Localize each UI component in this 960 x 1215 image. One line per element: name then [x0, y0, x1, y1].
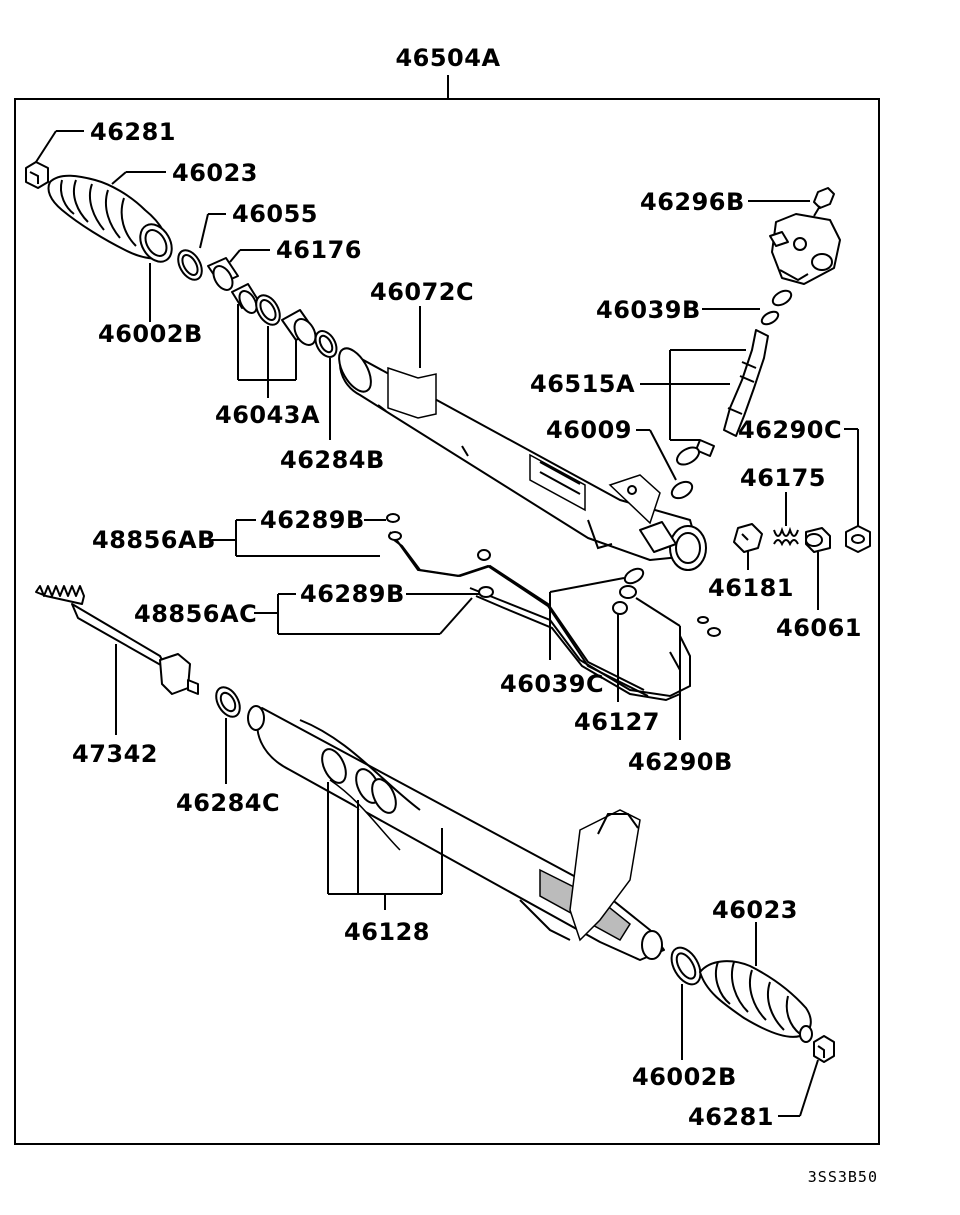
leader-46281-top — [35, 130, 57, 163]
pipe-48856ab[interactable] — [388, 531, 649, 697]
label-46128[interactable]: 46128 — [344, 918, 430, 946]
bolt-46296b[interactable] — [813, 187, 835, 217]
label-46002b-top[interactable]: 46002B — [98, 320, 203, 348]
seal-46043a-3[interactable] — [281, 309, 320, 349]
band-46055[interactable] — [173, 246, 206, 284]
label-46023-bottom[interactable]: 46023 — [712, 896, 798, 924]
label-46289b-b[interactable]: 46289B — [300, 580, 405, 608]
clip-46281-top[interactable] — [25, 161, 49, 189]
label-46290c[interactable]: 46290C — [738, 416, 842, 444]
label-46127[interactable]: 46127 — [574, 708, 660, 736]
seal-46043a-2[interactable] — [251, 291, 284, 329]
seal-46289b-a[interactable] — [386, 513, 400, 523]
label-46281-top[interactable]: 46281 — [90, 118, 176, 146]
label-46281-bottom[interactable]: 46281 — [688, 1103, 774, 1131]
pinion-valve-46515a[interactable] — [695, 329, 769, 457]
mount-46128-1[interactable] — [317, 745, 350, 786]
diagram-code: 3SS3B50 — [808, 1168, 878, 1186]
plug-46061[interactable] — [805, 527, 831, 553]
label-46296b[interactable]: 46296B — [640, 188, 745, 216]
label-46284b[interactable]: 46284B — [280, 446, 385, 474]
assembly-part-number[interactable]: 46504A — [395, 44, 500, 72]
ring-46284c[interactable] — [211, 683, 244, 721]
valve-housing[interactable] — [769, 213, 841, 285]
label-46284c[interactable]: 46284C — [176, 789, 280, 817]
bushing-46176[interactable] — [207, 257, 239, 293]
label-46181[interactable]: 46181 — [708, 574, 794, 602]
nut-46290c[interactable] — [845, 525, 871, 553]
label-46175[interactable]: 46175 — [740, 464, 826, 492]
label-46023-top[interactable]: 46023 — [172, 159, 258, 187]
rack-housing-lower[interactable] — [247, 705, 665, 961]
boot-46023-top[interactable] — [47, 174, 179, 268]
label-46055[interactable]: 46055 — [232, 200, 318, 228]
label-46043a[interactable]: 46043A — [215, 401, 320, 429]
label-48856ac[interactable]: 48856AC — [134, 600, 257, 628]
label-47342[interactable]: 47342 — [72, 740, 158, 768]
seal-46039c[interactable] — [622, 566, 645, 586]
label-46289b-a[interactable]: 46289B — [260, 506, 365, 534]
spring-46175[interactable] — [773, 526, 799, 547]
housing-46072c[interactable] — [333, 343, 707, 571]
label-46072c[interactable]: 46072C — [370, 278, 474, 306]
mount-46128-3[interactable] — [367, 775, 400, 816]
yoke-46181[interactable] — [733, 523, 763, 553]
tie-rod-47342[interactable] — [35, 585, 199, 695]
label-46061[interactable]: 46061 — [776, 614, 862, 642]
seal-46127[interactable] — [612, 601, 628, 615]
seal-46039b[interactable] — [760, 288, 794, 327]
label-46515a[interactable]: 46515A — [530, 370, 635, 398]
label-46176[interactable]: 46176 — [276, 236, 362, 264]
seal-46009[interactable] — [669, 444, 702, 502]
label-48856ab[interactable]: 48856AB — [92, 526, 216, 554]
clamp-46002b-bottom[interactable] — [666, 943, 707, 990]
label-46290b[interactable]: 46290B — [628, 748, 733, 776]
label-46039b[interactable]: 46039B — [596, 296, 701, 324]
ring-46284b[interactable] — [311, 327, 341, 360]
label-46002b-bottom[interactable]: 46002B — [632, 1063, 737, 1091]
label-46039c[interactable]: 46039C — [500, 670, 604, 698]
boot-46023-bottom[interactable] — [699, 960, 813, 1043]
label-46009[interactable]: 46009 — [546, 416, 632, 444]
clip-46281-bottom[interactable] — [813, 1035, 835, 1063]
nut-46290b[interactable] — [619, 585, 637, 599]
